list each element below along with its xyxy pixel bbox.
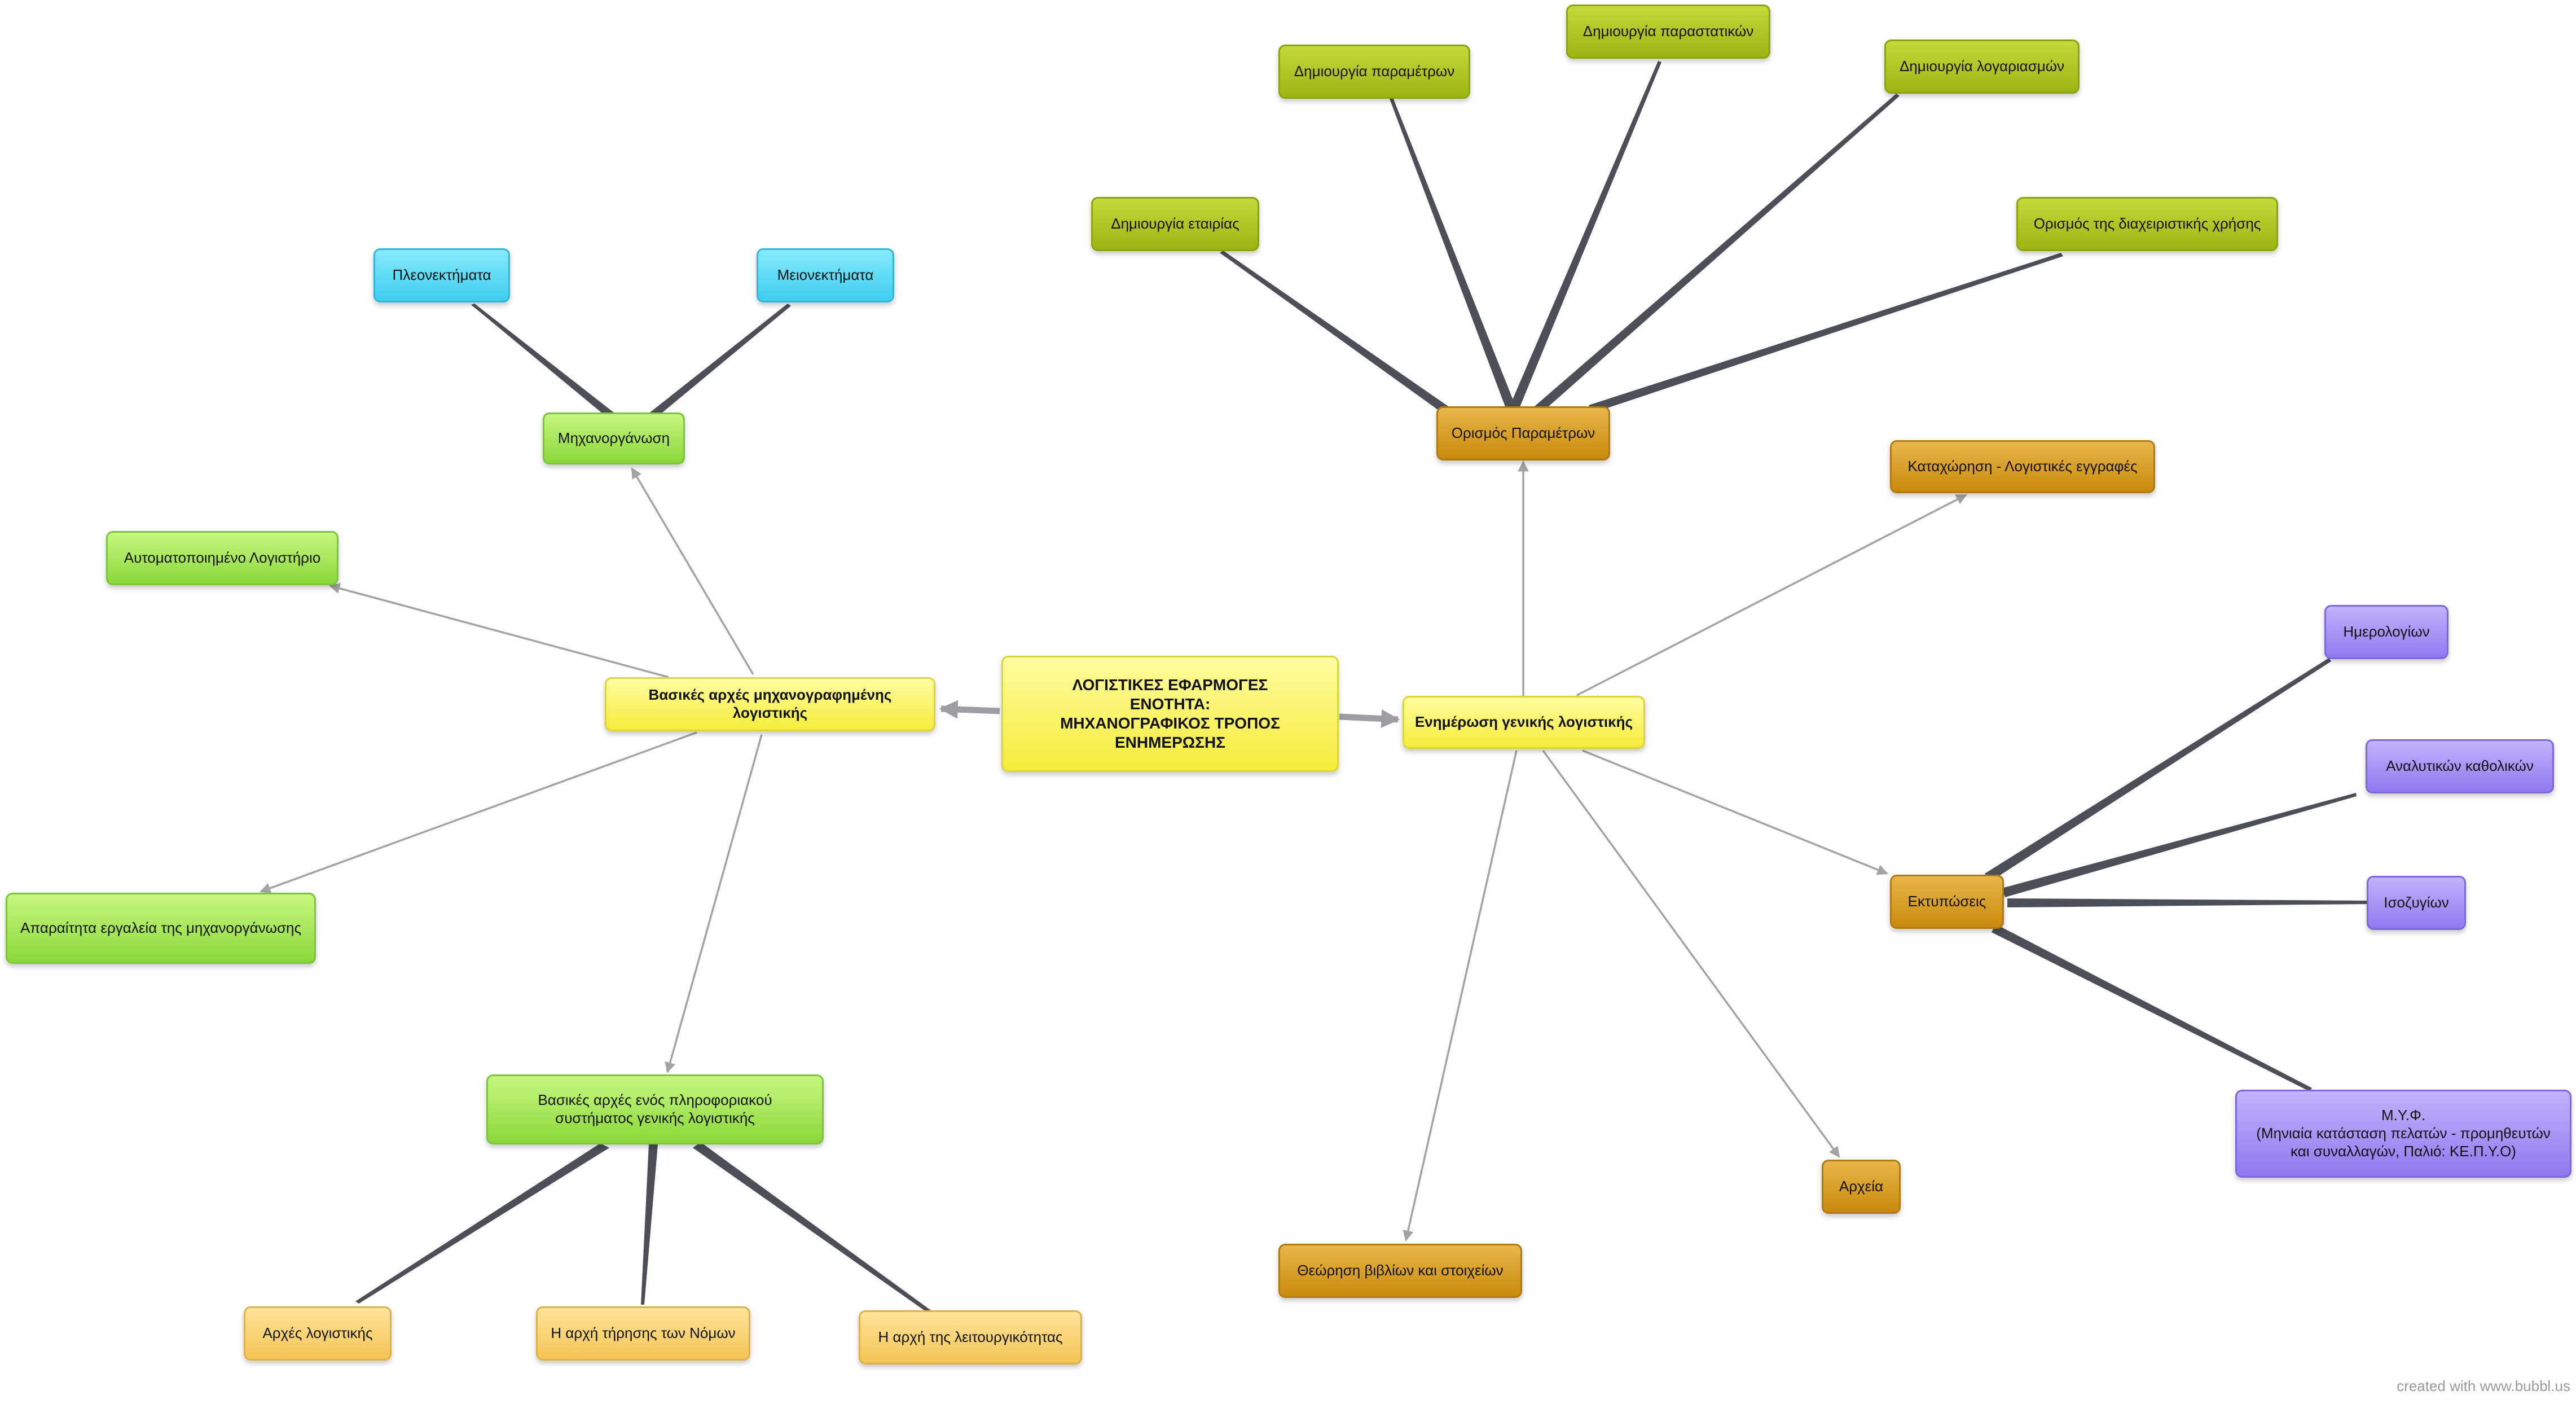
node-arxes-logistikis[interactable]: Αρχές λογιστικής [244,1306,392,1361]
node-arxi-leitourgikotitas[interactable]: Η αρχή της λειτουργικότητας [859,1310,1082,1364]
link-enimerosi-kataxorisi [1576,494,1967,696]
link-orismos-dim-logariasmon [1535,94,1900,411]
node-arxeia[interactable]: Αρχεία [1822,1160,1901,1214]
node-kataxorisi[interactable]: Καταχώρηση - Λογιστικές εγγραφές [1890,440,2155,493]
link-ektyposeis-isozygion [2007,898,2370,907]
link-basikes-aparaitita [260,731,697,894]
link-enimerosi-arxeia [1542,749,1840,1158]
node-meionektimata[interactable]: Μειονεκτήματα [757,248,894,302]
link-orismos-dim-parametron [1390,98,1516,410]
node-dim-logariasmon[interactable]: Δημιουργία λογαριασμών [1884,40,2080,94]
node-arxi-nomon[interactable]: Η αρχή τήρησης των Νόμων [536,1306,750,1361]
link-orismos-orismos-xrisis [1589,253,2063,413]
node-orismos-xrisis[interactable]: Ορισμός της διαχειριστικής χρήσης [2016,197,2278,251]
link-basikes-pliroforiako [665,734,763,1073]
node-theorisi[interactable]: Θεώρηση βιβλίων και στοιχείων [1278,1244,1522,1298]
link-ektyposeis-analytikon [2002,793,2357,897]
link-root-enimerosi [1339,709,1400,729]
link-enimerosi-theorisi [1403,750,1518,1241]
link-enimerosi-ektyposeis [1582,749,1888,875]
node-dim-parastatikon[interactable]: Δημιουργία παραστατικών [1566,5,1770,59]
node-analytikon[interactable]: Αναλυτικών καθολικών [2366,739,2554,793]
link-ektyposeis-myf [1992,924,2312,1091]
link-root-basikes [939,700,1000,719]
node-myf[interactable]: Μ.Υ.Φ. (Μηνιαία κατάσταση πελατών - προμ… [2235,1090,2571,1178]
node-mixanorganosi[interactable]: Μηχανοργάνωση [543,413,685,464]
link-pliroforiako-arxi-nomon [641,1144,658,1305]
node-orismos-parametron[interactable]: Ορισμός Παραμέτρων [1436,406,1610,460]
node-aparaitita[interactable]: Απαραίτητα εργαλεία της μηχανοργάνωσης [6,893,316,964]
node-imerologion[interactable]: Ημερολογίων [2324,605,2448,659]
link-pliroforiako-arxi-leitourgikotitas [693,1142,931,1313]
node-isozygion[interactable]: Ισοζυγίων [2367,876,2466,930]
node-ektyposeis[interactable]: Εκτυπώσεις [1890,875,2004,929]
node-automatopoiimeno[interactable]: Αυτοματοποιημένο Λογιστήριο [106,531,339,585]
link-orismos-dim-parastatikon [1509,61,1661,410]
link-pliroforiako-arxes-logistikis [355,1143,609,1304]
credits-footer: created with www.bubbl.us [2397,1377,2570,1394]
node-pliroforiako[interactable]: Βασικές αρχές ενός πληροφοριακού συστήμα… [486,1074,824,1144]
link-basikes-mixanorganosi [631,467,754,675]
link-mixanorganosi-pleonektimata [471,304,622,421]
link-orismos-dim-etairias [1220,251,1450,412]
node-enimerosi[interactable]: Ενημέρωση γενικής λογιστικής [1403,696,1645,749]
node-dim-parametron[interactable]: Δημιουργία παραμέτρων [1278,45,1470,99]
root-node[interactable]: ΛΟΓΙΣΤΙΚΕΣ ΕΦΑΡΜΟΓΕΣ ΕΝΟΤΗΤΑ: ΜΗΧΑΝΟΓΡΑΦ… [1001,656,1339,772]
link-mixanorganosi-meionektimata [642,304,791,421]
node-basikes-arxes[interactable]: Βασικές αρχές μηχανογραφημένης λογιστική… [605,677,935,731]
link-ektyposeis-imerologion [1985,658,2331,881]
node-dim-etairias[interactable]: Δημιουργία εταιρίας [1091,197,1259,251]
node-pleonektimata[interactable]: Πλεονεκτήματα [373,248,510,302]
link-basikes-automatopoiimeno [329,583,669,678]
